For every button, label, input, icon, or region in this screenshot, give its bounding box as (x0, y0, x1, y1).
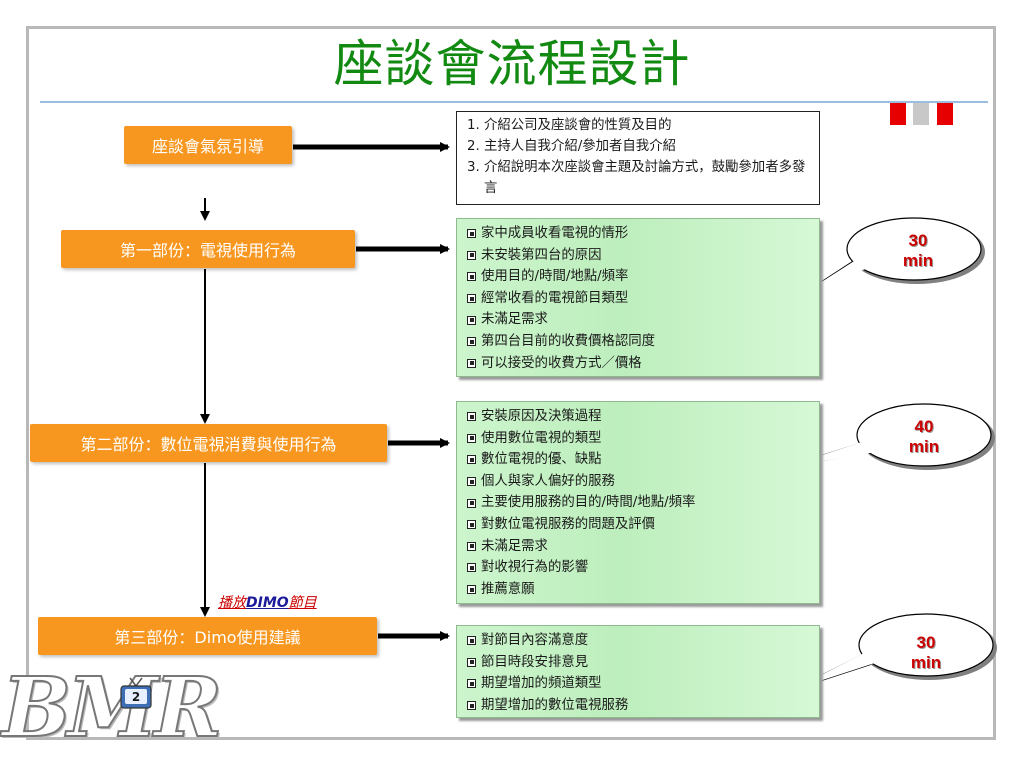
list-item: 使用數位電視的類型 (467, 428, 813, 450)
bmr-logo: BMR (1, 660, 223, 756)
bullet-icon (467, 679, 476, 689)
list-item: 未滿足需求 (467, 536, 813, 558)
slide-title: 座談會流程設計 (333, 35, 691, 93)
stage-intro: 座談會氣氛引導 (124, 126, 292, 164)
part3-detail-box: 對節目內容滿意度 節目時段安排意見 期望增加的頻道類型 期望增加的數位電視服務 (456, 625, 820, 718)
intro-detail-box: 1.介紹公司及座談會的性質及目的 2.主持人自我介紹/參加者自我介紹 3.介紹說… (456, 111, 820, 205)
play-dimo-note: 播放DIMO節目 (218, 595, 317, 611)
part1-detail-box: 家中成員收看電視的情形 未安裝第四台的原因 使用目的/時間/地點/頻率 經常收看… (456, 218, 820, 377)
intro-item: 3.介紹說明本次座談會主題及討論方式，鼓勵參加者多發言 (467, 160, 806, 196)
callout-bubble-1 (811, 217, 985, 289)
list-item: 對節目內容滿意度 (467, 630, 813, 652)
bullet-icon (467, 315, 476, 325)
list-item: 推薦意願 (467, 579, 813, 601)
bullet-icon (467, 520, 476, 530)
bullet-icon (467, 563, 476, 573)
list-item: 主要使用服務的目的/時間/地點/頻率 (467, 492, 813, 514)
list-item: 對收視行為的影響 (467, 557, 813, 579)
bullet-icon (467, 657, 476, 667)
list-item: 經常收看的電視節目類型 (467, 288, 813, 310)
deco-block-grey (913, 103, 929, 125)
deco-block-red-1 (890, 103, 906, 125)
bullet-icon (467, 541, 476, 551)
bullet-icon (467, 229, 476, 239)
bullet-icon (467, 250, 476, 260)
bullet-icon (467, 636, 476, 646)
bullet-icon (467, 498, 476, 508)
tv-icon: 2 (120, 677, 152, 709)
stage-part-1: 第一部份：電視使用行為 (61, 230, 355, 268)
list-item: 未滿足需求 (467, 309, 813, 331)
list-item: 期望增加的數位電視服務 (467, 695, 813, 717)
list-item: 數位電視的優、缺點 (467, 449, 813, 471)
bullet-icon (467, 477, 476, 487)
list-item: 使用目的/時間/地點/頻率 (467, 266, 813, 288)
intro-item: 2.主持人自我介紹/參加者自我介紹 (467, 139, 676, 154)
bullet-icon (467, 455, 476, 465)
title-divider (40, 101, 988, 103)
list-item: 可以接受的收費方式／價格 (467, 353, 813, 375)
bullet-icon (467, 337, 476, 347)
callout-bubble-3 (791, 613, 997, 691)
intro-item: 1.介紹公司及座談會的性質及目的 (467, 118, 672, 133)
list-item: 家中成員收看電視的情形 (467, 223, 813, 245)
list-item: 未安裝第四台的原因 (467, 245, 813, 267)
bullet-icon (467, 433, 476, 443)
list-item: 對數位電視服務的問題及評價 (467, 514, 813, 536)
bullet-icon (467, 294, 476, 304)
part2-detail-box: 安裝原因及決策過程 使用數位電視的類型 數位電視的優、缺點 個人與家人偏好的服務… (456, 401, 820, 604)
svg-text:2: 2 (132, 690, 140, 704)
list-item: 安裝原因及決策過程 (467, 406, 813, 428)
stage-part-3: 第三部份：Dimo使用建議 (38, 617, 377, 655)
list-item: 個人與家人偏好的服務 (467, 471, 813, 493)
bullet-icon (467, 701, 476, 711)
list-item: 第四台目前的收費價格認同度 (467, 331, 813, 353)
bullet-icon (467, 358, 476, 368)
stage-part-2: 第二部份：數位電視消費與使用行為 (30, 424, 387, 462)
bullet-icon (467, 585, 476, 595)
bullet-icon (467, 272, 476, 282)
deco-block-red-2 (937, 103, 953, 125)
callout-bubble-2 (781, 403, 995, 470)
list-item: 期望增加的頻道類型 (467, 673, 813, 695)
bullet-icon (467, 412, 476, 422)
list-item: 節目時段安排意見 (467, 652, 813, 674)
